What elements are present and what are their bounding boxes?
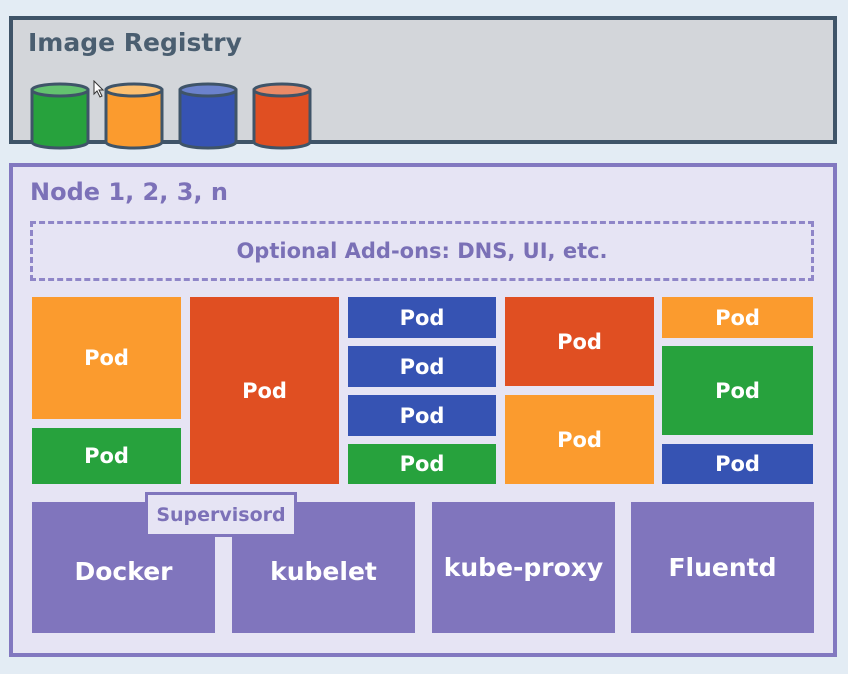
pod: Pod [348, 444, 496, 484]
pod: Pod [505, 297, 654, 386]
image-registry-title: Image Registry [28, 28, 242, 57]
pod: Pod [348, 395, 496, 436]
supervisord-label: Supervisord [145, 492, 297, 537]
red-cylinder-icon [252, 82, 312, 150]
blue-cylinder-icon [178, 82, 238, 150]
pod: Pod [348, 346, 496, 387]
node-title: Node 1, 2, 3, n [30, 178, 228, 206]
green-cylinder-icon [30, 82, 90, 150]
pod: Pod [348, 297, 496, 338]
pod: Pod [662, 297, 813, 338]
pod: Pod [32, 428, 181, 484]
orange-cylinder-icon [104, 82, 164, 150]
pod: Pod [32, 297, 181, 419]
mouse-cursor-icon [93, 80, 105, 98]
fluentd-box: Fluentd [631, 502, 814, 633]
pod: Pod [662, 444, 813, 484]
docker-box: Docker [32, 502, 215, 633]
optional-addons-box: Optional Add-ons: DNS, UI, etc. [30, 221, 814, 281]
kube-proxy-box: kube-proxy [432, 502, 615, 633]
pod: Pod [505, 395, 654, 484]
pod: Pod [662, 346, 813, 435]
pod: Pod [190, 297, 339, 484]
